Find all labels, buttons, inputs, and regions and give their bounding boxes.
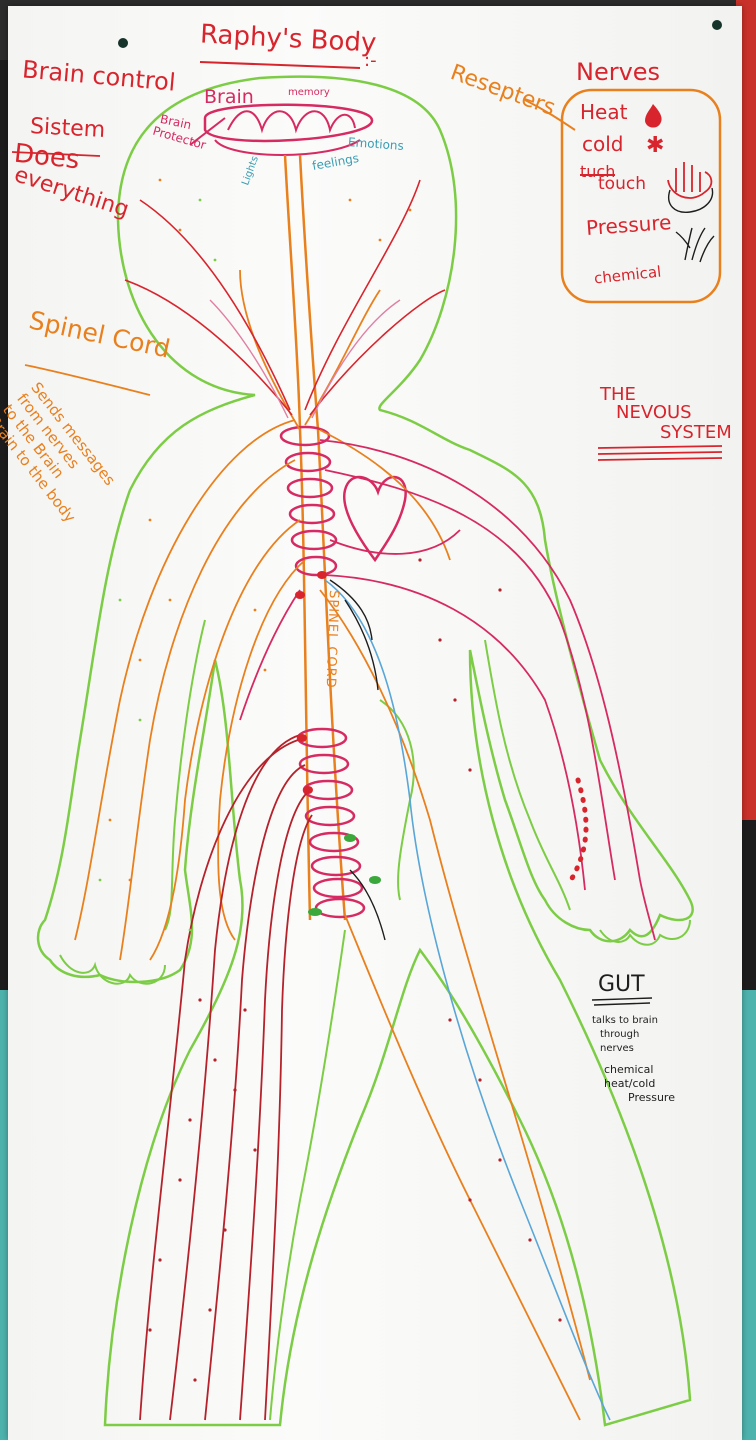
touch-hand-icon: [668, 162, 711, 198]
emotions-label: Emotions: [348, 136, 405, 152]
nerve-pressure: Pressure: [585, 212, 672, 238]
title-underline: [200, 62, 360, 68]
leg-inner-outline: [270, 930, 345, 1420]
gut-line-4: chemical: [604, 1064, 653, 1075]
nerve-touch: touch: [598, 176, 646, 193]
gut-line-1: talks to brain: [592, 1016, 658, 1026]
orange-nerves: [75, 270, 590, 1420]
hand-fingers-right: [600, 920, 690, 945]
sistem-label: Sistem: [29, 116, 105, 142]
brain-stem-loop: [215, 140, 360, 155]
heat-drop-icon: [645, 104, 662, 128]
speckle-dots-orange: [109, 179, 412, 882]
system-title-underline: [598, 446, 722, 460]
pressure-nerve-icon: [676, 228, 714, 262]
gut-line-5: heat/cold: [604, 1078, 655, 1089]
inner-arm-outline-left: [165, 620, 205, 930]
gut-heading: GUT: [598, 974, 645, 996]
torso-outline-right: [380, 700, 414, 900]
nerve-cold: cold: [582, 134, 623, 154]
head-nerves: [125, 180, 445, 415]
system-title-nevous: NEVOUS: [616, 404, 692, 422]
poster-title-suffix: :-: [364, 52, 377, 70]
red-nerve-ends: [295, 571, 327, 794]
nerve-heat: Heat: [580, 102, 627, 122]
nerves-heading: Nerves: [576, 60, 660, 84]
gut-underline: [592, 998, 652, 1005]
brain-outline: [205, 105, 372, 141]
gut-line-2: through: [600, 1030, 639, 1040]
speckle-dots-green: [99, 199, 217, 932]
brain-label: Brain: [204, 88, 254, 107]
leg-nerves-red: [140, 735, 312, 1420]
gut-line-6: Pressure: [628, 1092, 675, 1103]
memory-label: memory: [288, 88, 330, 98]
cold-snowflake-icon: ✱: [646, 133, 664, 158]
system-title-system: SYSTEM: [660, 424, 732, 442]
brain-folds: [228, 111, 355, 130]
gut-line-3: nerves: [600, 1044, 634, 1054]
